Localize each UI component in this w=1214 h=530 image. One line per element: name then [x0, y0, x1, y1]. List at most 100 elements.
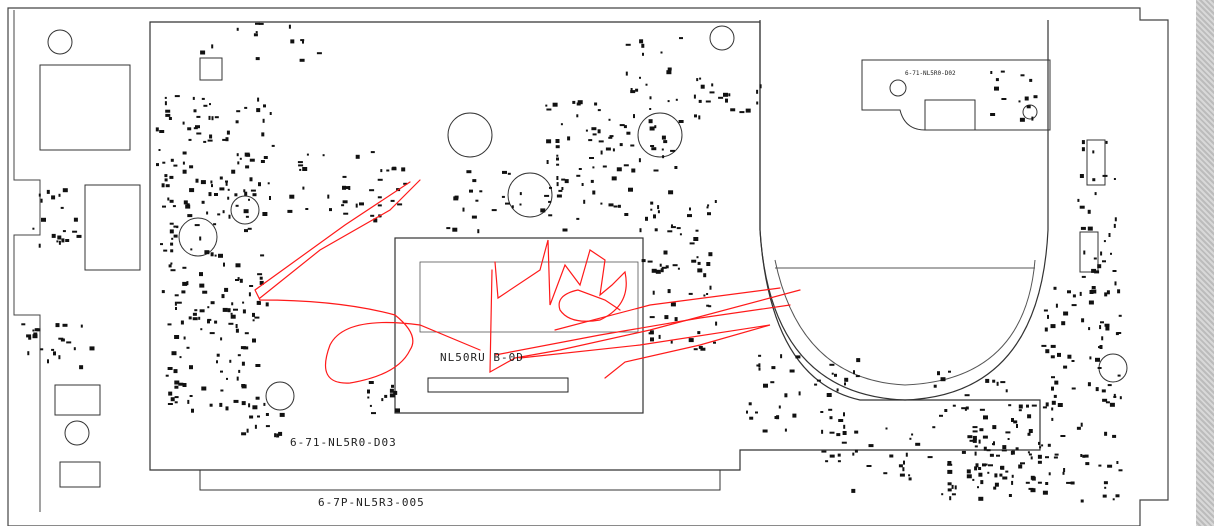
component-pad: [466, 170, 472, 174]
component-pad: [641, 259, 646, 263]
component-cluster: [21, 22, 1123, 503]
component-pad: [288, 24, 291, 29]
component-pad: [1081, 147, 1085, 152]
component-pad: [597, 129, 601, 134]
component-pad: [1016, 424, 1018, 428]
component-pad: [237, 354, 241, 357]
component-pad: [173, 234, 178, 238]
component-pad: [1103, 240, 1106, 243]
component-pad: [619, 124, 625, 127]
component-pad: [725, 98, 728, 103]
component-pad: [1071, 360, 1075, 362]
component-pad: [947, 469, 953, 474]
component-pad: [299, 58, 305, 62]
component-pad: [377, 204, 382, 207]
component-pad: [32, 329, 35, 332]
component-pad: [196, 132, 202, 135]
component-pad: [940, 377, 946, 382]
component-pad: [182, 281, 188, 286]
component-pad: [66, 341, 72, 344]
component-pad: [342, 175, 347, 178]
component-pad: [1081, 275, 1086, 278]
component-pad: [200, 50, 206, 55]
component-pad: [556, 176, 559, 180]
component-pad: [1039, 446, 1042, 449]
component-pad: [994, 482, 999, 487]
component-pad: [605, 147, 611, 151]
component-pad: [1011, 418, 1014, 422]
component-pad: [174, 380, 180, 385]
component-pad: [836, 433, 841, 437]
component-pad: [990, 71, 993, 74]
component-pad: [1026, 105, 1031, 109]
component-pad: [1091, 268, 1097, 273]
component-pad: [214, 254, 217, 257]
component-pad: [1051, 417, 1054, 421]
component-pad: [255, 22, 260, 25]
component-pad: [691, 259, 697, 263]
component-pad: [679, 233, 682, 236]
component-pad: [1063, 468, 1066, 472]
component-pad: [248, 292, 251, 297]
component-pad: [225, 406, 229, 411]
component-pad: [749, 416, 754, 420]
component-pad: [195, 125, 200, 129]
component-pad: [389, 393, 395, 398]
component-pad: [168, 264, 172, 268]
component-pad: [608, 203, 614, 207]
component-pad: [342, 200, 348, 204]
component-pad: [170, 262, 173, 265]
component-pad: [219, 176, 223, 180]
component-pad: [851, 488, 856, 493]
component-pad: [260, 160, 265, 163]
mounting-hole: [1022, 104, 1038, 120]
component-pad: [715, 321, 718, 326]
component-pad: [1098, 464, 1102, 467]
component-pad: [243, 209, 249, 214]
vertical-scrollbar[interactable]: [1196, 0, 1214, 526]
component-pad: [210, 252, 214, 257]
component-pad: [1087, 209, 1091, 214]
component-pad: [62, 188, 68, 193]
component-pad: [1060, 435, 1066, 437]
component-pad: [967, 435, 973, 439]
component-pad: [186, 203, 190, 206]
component-pad: [209, 134, 213, 139]
component-pad: [182, 151, 187, 155]
component-pad: [755, 411, 758, 414]
component-pad: [821, 429, 824, 434]
component-pad: [649, 108, 652, 110]
component-pad: [994, 86, 999, 91]
component-pad: [1116, 461, 1119, 464]
component-pad: [1112, 498, 1115, 501]
component-pad: [258, 301, 261, 305]
component-pad: [225, 137, 229, 142]
component-pad: [26, 334, 32, 338]
component-pad: [227, 188, 230, 191]
component-pad: [192, 317, 198, 321]
component-pad: [996, 381, 999, 386]
component-pad: [842, 431, 847, 435]
component-pad: [944, 409, 948, 412]
component-pad: [209, 103, 211, 106]
component-pad: [201, 386, 207, 391]
component-pad: [994, 473, 998, 478]
component-pad: [235, 328, 239, 333]
component-pad: [829, 363, 835, 366]
component-pad: [1109, 402, 1115, 407]
component-pad: [228, 322, 234, 325]
connector: [427, 377, 569, 393]
component-pad: [462, 207, 465, 212]
component-pad: [519, 192, 522, 196]
component-pad: [327, 194, 330, 199]
port-block: [54, 384, 101, 416]
component-pad: [53, 351, 56, 356]
component-pad: [258, 22, 264, 25]
component-pad: [263, 156, 268, 159]
component-pad: [908, 474, 911, 477]
component-pad: [390, 199, 395, 202]
component-pad: [1057, 352, 1061, 357]
component-pad: [1095, 387, 1099, 392]
component-pad: [1030, 456, 1033, 460]
component-pad: [759, 84, 762, 89]
